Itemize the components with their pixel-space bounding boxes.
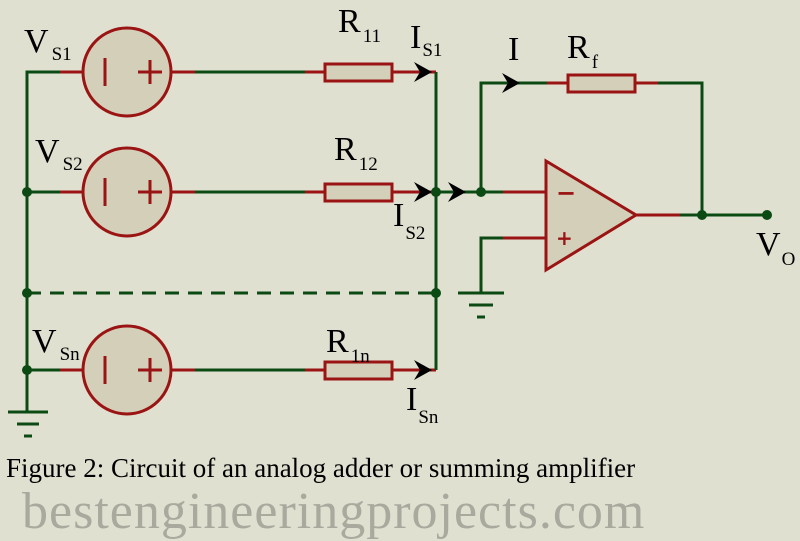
ground-left-icon [8,410,48,438]
feedback-wire [479,81,547,192]
source-vsn [60,324,195,416]
source-vs2 [60,146,195,238]
figure-caption: Figure 2: Circuit of an analog adder or … [6,453,635,483]
opamp: − + [544,158,639,273]
watermark: bestengineeringprojects.com [22,483,645,540]
resistor-r1n [195,360,436,381]
feedback-wire [658,81,704,215]
label-vo: VO [756,226,795,270]
current-arrow-icon [414,182,432,202]
left-rail-wire [25,70,60,412]
source-vs1 [60,26,195,118]
opamp-minus-label: − [556,179,576,207]
label-is2: IS2 [393,197,425,244]
wire [479,236,503,293]
ground-right-icon [458,291,504,319]
label-is1: IS1 [410,19,442,61]
resistor-rf [547,73,658,94]
current-arrow-icon [414,360,432,380]
opamp-plus-label: + [556,226,573,250]
current-arrow-icon [502,73,520,93]
resistor-r11 [195,62,436,83]
label-isn: ISn [406,381,439,428]
junction-dots [22,187,772,375]
resistor-r12 [195,182,436,203]
current-arrow-icon [448,182,466,202]
current-arrow-icon [414,62,432,82]
label-i: I [508,31,519,68]
